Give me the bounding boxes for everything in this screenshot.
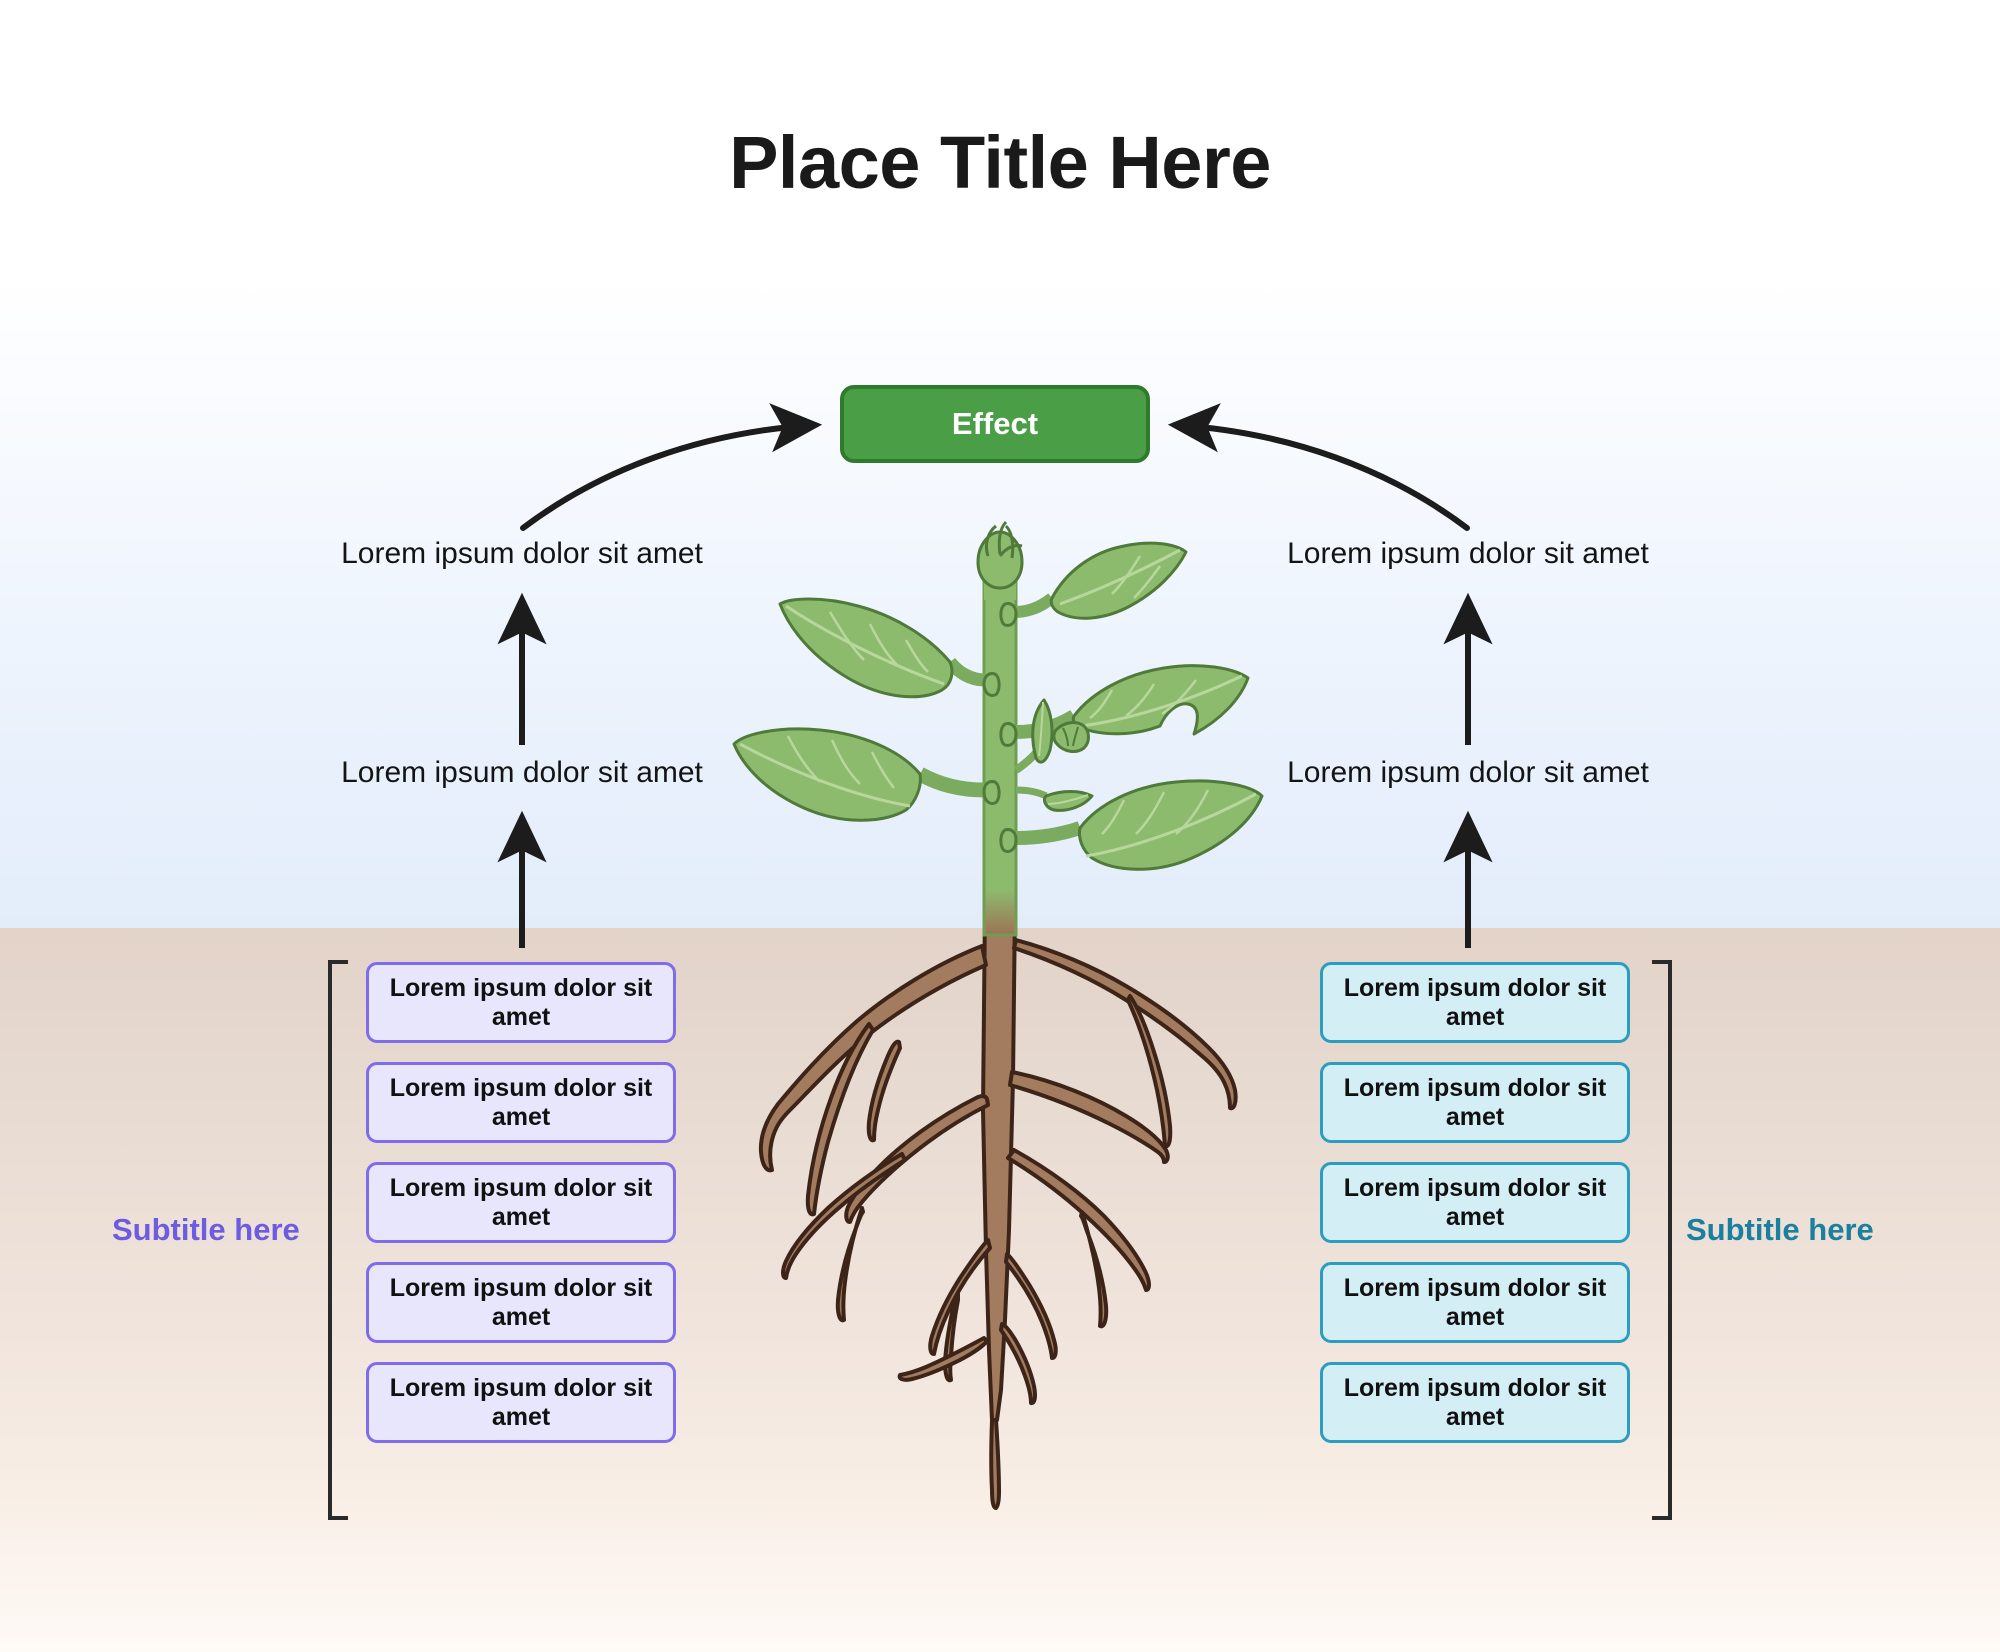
chain-label-left-upper: Lorem ipsum dolor sit amet [341, 537, 703, 570]
soil-background [0, 928, 2000, 1652]
left-factor-box-4[interactable]: Lorem ipsum dolor sit amet [366, 1262, 676, 1343]
effect-label: Effect [951, 406, 1039, 441]
right-factor-box-3[interactable]: Lorem ipsum dolor sit amet [1320, 1162, 1630, 1243]
right-group-subtitle: Subtitle here [1686, 1212, 1874, 1247]
left-group-subtitle: Subtitle here [112, 1212, 300, 1247]
right-factor-column: Lorem ipsum dolor sit amet Lorem ipsum d… [1320, 962, 1630, 1462]
left-factor-box-5[interactable]: Lorem ipsum dolor sit amet [366, 1362, 676, 1443]
left-factor-box-2[interactable]: Lorem ipsum dolor sit amet [366, 1062, 676, 1143]
chain-label-left-lower: Lorem ipsum dolor sit amet [341, 756, 703, 789]
right-factor-box-1[interactable]: Lorem ipsum dolor sit amet [1320, 962, 1630, 1043]
chain-label-right-lower: Lorem ipsum dolor sit amet [1287, 756, 1649, 789]
left-factor-column: Lorem ipsum dolor sit amet Lorem ipsum d… [366, 962, 676, 1462]
right-factor-box-5[interactable]: Lorem ipsum dolor sit amet [1320, 1362, 1630, 1443]
left-factor-box-3[interactable]: Lorem ipsum dolor sit amet [366, 1162, 676, 1243]
chain-label-right-upper: Lorem ipsum dolor sit amet [1287, 537, 1649, 570]
left-factor-box-1[interactable]: Lorem ipsum dolor sit amet [366, 962, 676, 1043]
right-factor-box-2[interactable]: Lorem ipsum dolor sit amet [1320, 1062, 1630, 1143]
page-title: Place Title Here [729, 121, 1271, 204]
effect-box[interactable]: Effect [840, 385, 1150, 463]
right-factor-box-4[interactable]: Lorem ipsum dolor sit amet [1320, 1262, 1630, 1343]
